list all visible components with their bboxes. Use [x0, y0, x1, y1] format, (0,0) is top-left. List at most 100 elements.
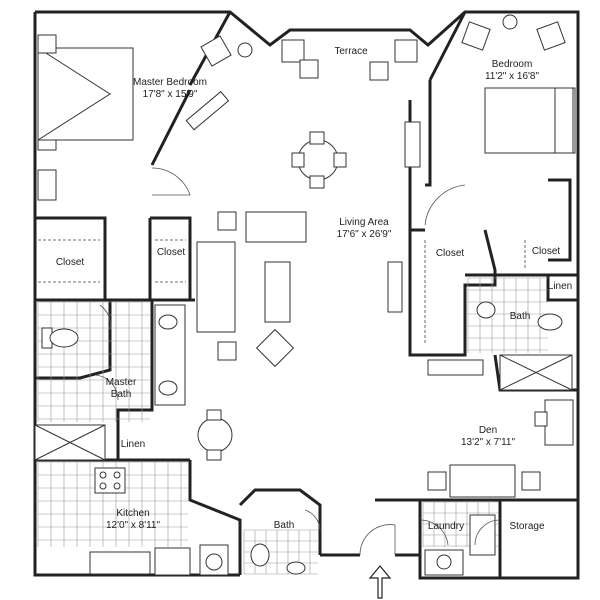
end-table [217, 211, 237, 231]
laundry-label: Laundry [428, 521, 464, 533]
master-bedroom-furniture [37, 34, 253, 201]
den-desk [544, 399, 574, 446]
sink [158, 314, 178, 330]
terrace-ottoman-1 [299, 59, 319, 79]
terrace-furniture [281, 39, 418, 81]
kitchen-sink [89, 551, 151, 575]
sink-bottom [286, 561, 306, 575]
den-end-table [521, 471, 541, 491]
tile-floors [37, 277, 548, 575]
bedroom-furniture [404, 14, 576, 168]
sink [158, 380, 178, 396]
accent-chair [255, 328, 295, 368]
tv-cabinet [185, 90, 230, 131]
bedroom-side-table [502, 14, 518, 30]
master-bedroom-name: Master Bedroom [133, 77, 207, 88]
bath-fixtures [34, 301, 573, 575]
den-size: 13'2" x 7'11" [460, 437, 516, 448]
dining-chair [309, 131, 325, 145]
entry-console [387, 261, 403, 313]
kitchen-fixtures [89, 467, 229, 576]
loveseat [245, 211, 307, 243]
closet-rods [38, 239, 526, 345]
bedroom-chair-2 [536, 21, 566, 51]
terrace-ottoman-2 [369, 61, 389, 81]
bedroom-label: Bedroom 11'2" x 16'8" [485, 59, 539, 83]
bedroom-size: 11'2" x 16'8" [484, 71, 540, 82]
kitchen-label: Kitchen 12'0" x 8'11" [106, 508, 160, 532]
armchair [200, 35, 232, 67]
linen-left-name: Linen [120, 439, 146, 450]
dining-chair [333, 152, 347, 168]
bath-right-name: Bath [509, 311, 531, 322]
bath-right-label: Bath [510, 311, 531, 323]
closet-left-label: Closet [56, 257, 84, 269]
kitchen-size: 12'0" x 8'11" [105, 520, 161, 531]
dishwasher [154, 547, 191, 576]
toilet-bottom [250, 543, 270, 567]
den-label: Den 13'2" x 7'11" [461, 425, 515, 449]
laundry-sink [424, 549, 464, 576]
nightstand [37, 34, 57, 54]
end-table-2 [217, 341, 237, 361]
storage-name: Storage [509, 521, 545, 532]
kitchen-name: Kitchen [116, 508, 150, 519]
closet-mid-name: Closet [156, 247, 186, 258]
master-bath-label: Master Bath [106, 377, 137, 401]
master-bath-name: Master [105, 377, 137, 388]
bedroom-name: Bedroom [491, 59, 533, 70]
den-furniture [427, 359, 574, 498]
closet-far-right-label: Closet [532, 246, 560, 258]
side-table [237, 42, 253, 58]
master-bedroom-label: Master Bedroom 17'8" x 15'9" [133, 77, 207, 101]
den-shelf [427, 359, 484, 376]
breakfast-chair [206, 449, 222, 461]
dining-chair [309, 175, 325, 189]
dresser [37, 169, 57, 201]
sink-right [476, 301, 496, 319]
closet-right-name: Closet [435, 248, 465, 259]
master-bath-name2: Bath [110, 389, 132, 400]
den-desk-chair [534, 411, 548, 427]
closet-left-name: Closet [55, 257, 85, 268]
breakfast-chair [206, 409, 222, 421]
breakfast-table [197, 417, 233, 453]
master-bedroom-size: 17'8" x 15'9" [142, 89, 198, 100]
laundry-fixtures [424, 514, 496, 576]
linen-left-label: Linen [121, 439, 145, 451]
den-name: Den [478, 425, 498, 436]
bedroom-headboard [554, 87, 574, 154]
linen-right-name: Linen [547, 281, 573, 292]
den-sofa [449, 464, 516, 498]
storage-label: Storage [509, 521, 544, 533]
toilet [49, 328, 79, 348]
closet-right-label: Closet [436, 248, 464, 260]
master-bed [37, 47, 134, 141]
den-end-table [427, 471, 447, 491]
cooktop [94, 467, 126, 494]
laundry-name: Laundry [427, 521, 465, 532]
living-area-name: Living Area [339, 217, 389, 228]
bath-bottom-label: Bath [274, 520, 295, 532]
living-area-size: 17'6" x 26'9" [336, 229, 392, 240]
terrace-name: Terrace [334, 46, 368, 57]
dining-nook [197, 409, 233, 461]
entry-arrow [368, 565, 392, 599]
terrace-chair-2 [394, 39, 418, 63]
bedroom-chair-1 [461, 21, 491, 51]
washer-dryer [469, 514, 496, 556]
terrace-label: Terrace [334, 46, 367, 58]
terrace-chair-1 [281, 39, 305, 63]
bedroom-dresser [404, 121, 421, 168]
linen-right-label: Linen [548, 281, 572, 293]
closet-far-right-name: Closet [531, 246, 561, 257]
doors [94, 167, 501, 556]
dining-chair [291, 152, 305, 168]
living-furniture [196, 131, 403, 368]
closet-mid-label: Closet [157, 247, 185, 259]
bath-bottom-name: Bath [273, 520, 295, 531]
toilet-right [537, 313, 563, 331]
living-area-label: Living Area 17'6" x 26'9" [337, 217, 392, 241]
sofa [196, 241, 236, 333]
